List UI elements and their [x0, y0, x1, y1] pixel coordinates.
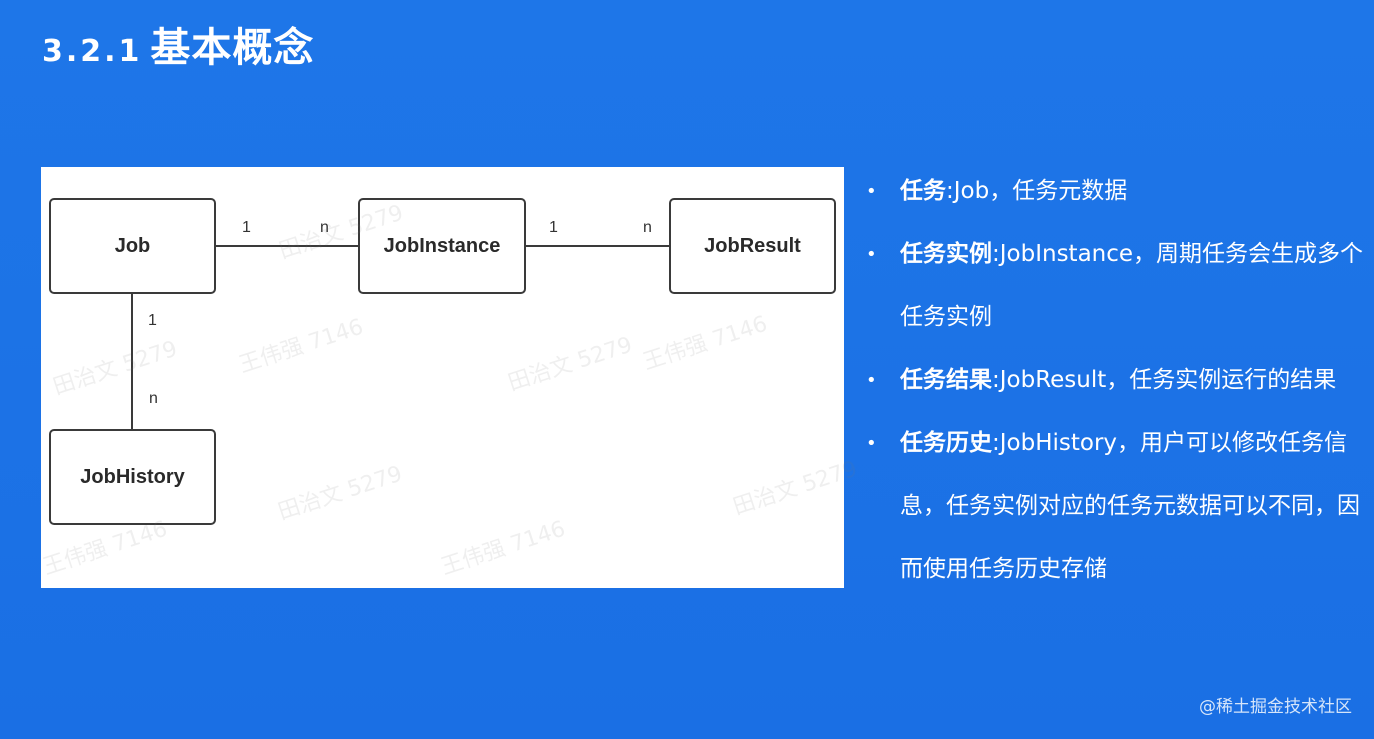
- bullet-description: JobHistory，用户可以修改任务信息，任务实例对应的任务元数据可以不同，因…: [900, 430, 1360, 582]
- concept-list: • 任务:Job，任务元数据 • 任务实例:JobInstance，周期任务会生…: [866, 160, 1366, 601]
- bullet-dot: •: [866, 433, 877, 454]
- node-job-history: JobHistory: [49, 429, 216, 525]
- mult-job-instance-from: 1: [242, 219, 251, 236]
- mult-instance-result-to: n: [643, 219, 652, 236]
- bullet-dot: •: [866, 244, 877, 265]
- bullet-separator: :: [992, 367, 1000, 393]
- list-item: • 任务:Job，任务元数据: [866, 160, 1366, 223]
- mult-instance-result-from: 1: [549, 219, 558, 236]
- bullet-separator: :: [992, 241, 1000, 267]
- bullet-description: JobResult，任务实例运行的结果: [999, 367, 1337, 393]
- mult-job-history-to: n: [149, 390, 158, 407]
- mult-job-instance-to: n: [320, 219, 329, 236]
- node-job: Job: [49, 198, 216, 294]
- list-item: • 任务历史:JobHistory，用户可以修改任务信息，任务实例对应的任务元数…: [866, 412, 1366, 601]
- list-item: • 任务结果:JobResult，任务实例运行的结果: [866, 349, 1366, 412]
- bullet-separator: :: [946, 178, 954, 204]
- bullet-description: JobInstance，周期任务会生成多个任务实例: [900, 241, 1364, 330]
- node-job-instance: JobInstance: [358, 198, 526, 294]
- bullet-dot: •: [866, 181, 877, 202]
- bullet-term: 任务: [900, 178, 946, 204]
- mult-job-history-from: 1: [148, 312, 157, 329]
- bullet-term: 任务实例: [900, 241, 992, 267]
- list-item: • 任务实例:JobInstance，周期任务会生成多个任务实例: [866, 223, 1366, 349]
- bullet-term: 任务历史: [900, 430, 992, 456]
- section-number: 3.2.1: [42, 34, 143, 69]
- footer-credit: @稀土掘金技术社区: [1199, 697, 1352, 717]
- bullet-separator: :: [992, 430, 1000, 456]
- entity-diagram: Job JobInstance JobResult JobHistory 1 n…: [41, 167, 844, 588]
- bullet-description: Job，任务元数据: [953, 178, 1128, 204]
- bullet-dot: •: [866, 370, 877, 391]
- bullet-term: 任务结果: [900, 367, 992, 393]
- node-job-result: JobResult: [669, 198, 836, 294]
- connector-lines: [131, 245, 669, 430]
- title-text: 基本概念: [150, 25, 315, 71]
